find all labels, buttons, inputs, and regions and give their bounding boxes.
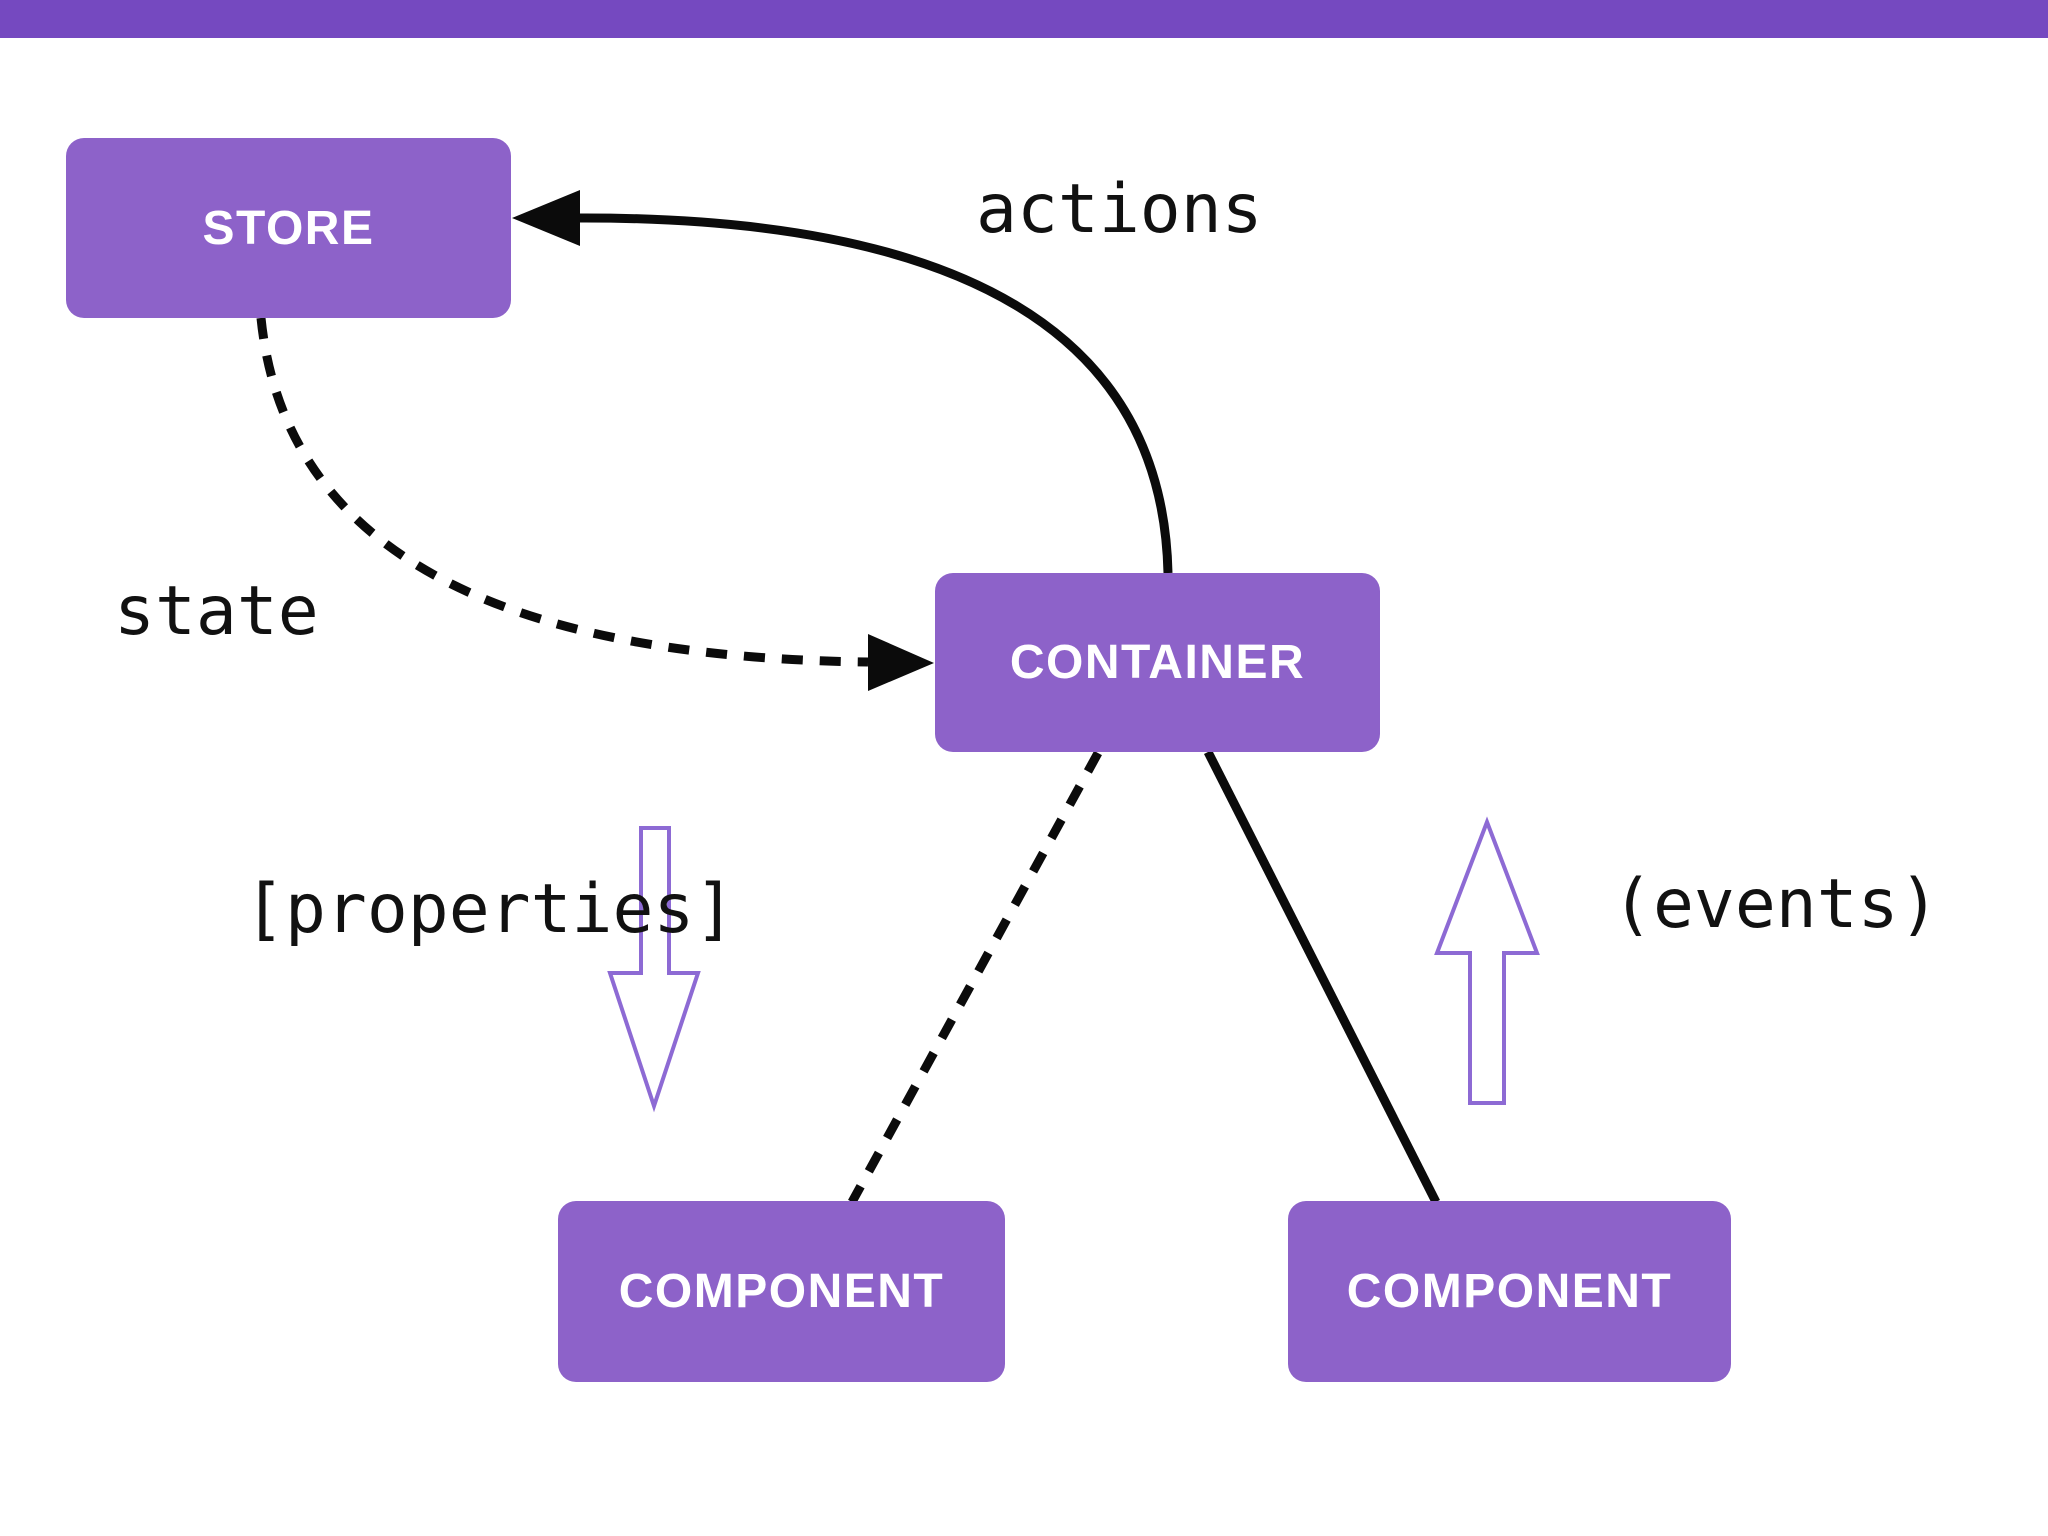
properties-edge-label: [properties] [244, 870, 736, 949]
container-box-label: CONTAINER [1009, 636, 1306, 689]
actions-arrow-curve [574, 213, 1173, 574]
events-edge-label: (events) [1612, 865, 1940, 944]
top-accent-bar [0, 0, 2048, 38]
container-to-left-component-link [848, 750, 1102, 1205]
store-box: STORE [66, 138, 511, 318]
component-left-box-label: COMPONENT [618, 1265, 945, 1318]
state-arrowhead-icon [868, 634, 934, 691]
actions-arrowhead-icon [512, 190, 580, 246]
properties-down-arrow-icon [607, 826, 701, 1113]
component-left-box: COMPONENT [558, 1201, 1005, 1382]
container-to-right-component-link [1203, 749, 1441, 1205]
state-edge-label: state [114, 572, 319, 651]
component-right-box-label: COMPONENT [1346, 1265, 1673, 1318]
component-right-box: COMPONENT [1288, 1201, 1731, 1382]
state-arrow-curve [256, 317, 869, 667]
container-box: CONTAINER [935, 573, 1380, 752]
store-box-label: STORE [202, 201, 375, 255]
actions-edge-label: actions [976, 170, 1263, 249]
events-up-arrow-icon [1434, 816, 1540, 1105]
